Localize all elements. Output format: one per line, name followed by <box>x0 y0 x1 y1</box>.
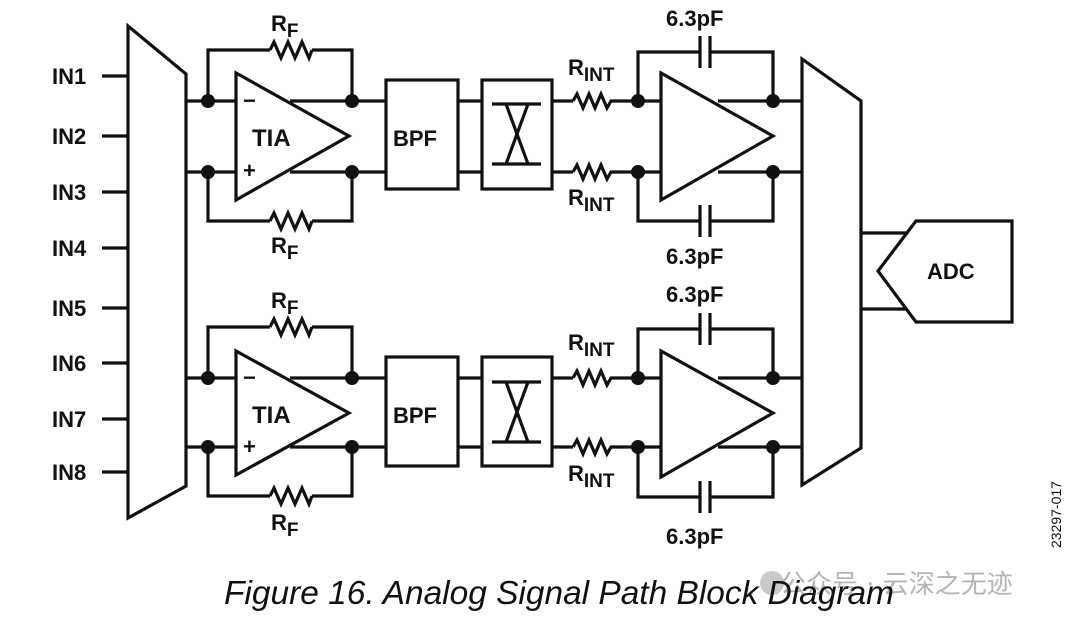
adc-label: ADC <box>927 259 975 284</box>
wechat-icon <box>760 571 784 595</box>
tia-minus-label: − <box>243 365 256 390</box>
tia-minus-label: − <box>243 88 256 113</box>
rint-label: RINT <box>568 55 615 86</box>
chopper-block <box>480 355 554 468</box>
figure-id: 23297-017 <box>1048 481 1064 548</box>
integrator-amplifier <box>659 70 777 203</box>
rint-resistor <box>571 435 626 459</box>
tia-plus-label: + <box>243 158 256 183</box>
rf-resistor <box>268 209 314 234</box>
rf-label: RF <box>271 11 299 42</box>
tia-amplifier <box>234 70 353 203</box>
adc-block <box>875 219 1014 324</box>
capacitor-value-label: 6.3pF <box>666 524 723 549</box>
rint-label: RINT <box>568 461 615 492</box>
input-mux <box>126 22 188 521</box>
rf-resistor <box>268 315 314 340</box>
label-in8: IN8 <box>52 460 86 485</box>
rint-label: RINT <box>568 185 615 216</box>
capacitor-value-label: 6.3pF <box>666 6 723 31</box>
rf-label: RF <box>271 288 299 319</box>
label-in2: IN2 <box>52 124 86 149</box>
rf-label: RF <box>271 510 299 541</box>
rf-label: RF <box>271 233 299 264</box>
label-in3: IN3 <box>52 180 86 205</box>
integrator-amplifier <box>659 348 777 480</box>
figure-caption: Figure 16. Analog Signal Path Block Diag… <box>224 574 894 611</box>
capacitor-value-label: 6.3pF <box>666 282 723 307</box>
capacitor-value-label: 6.3pF <box>666 244 723 269</box>
rint-label: RINT <box>568 330 615 361</box>
rint-resistor <box>571 89 626 113</box>
channel-2 <box>186 313 802 513</box>
bpf-block <box>384 78 460 191</box>
chopper-block <box>480 78 554 191</box>
label-in1: IN1 <box>52 64 86 89</box>
input-pins <box>102 74 128 474</box>
label-in4: IN4 <box>52 236 87 261</box>
rf-resistor <box>268 38 314 63</box>
tia-amplifier <box>234 348 353 478</box>
tia-label: TIA <box>252 402 291 429</box>
rf-resistor <box>268 484 314 509</box>
tia-plus-label: + <box>243 434 256 459</box>
output-mux <box>800 55 863 488</box>
label-in5: IN5 <box>52 296 86 321</box>
rint-resistor <box>571 160 626 184</box>
bpf-block <box>384 355 460 468</box>
watermark: 公众号 · 云深之无迹 <box>780 570 1013 600</box>
tia-label: TIA <box>252 125 291 152</box>
label-in6: IN6 <box>52 351 86 376</box>
bpf-label: BPF <box>393 403 437 428</box>
bpf-label: BPF <box>393 126 437 151</box>
rint-resistor <box>571 366 626 390</box>
label-in7: IN7 <box>52 407 86 432</box>
channel-1 <box>186 36 802 237</box>
